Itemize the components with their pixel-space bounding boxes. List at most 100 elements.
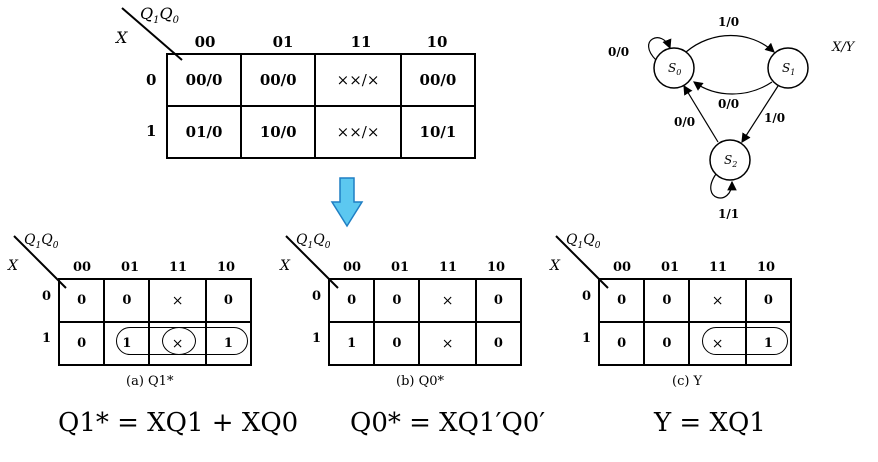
- kmap-cell: 0: [373, 278, 421, 323]
- kmap-q0-next: Q1Q0 X 00 01 11 10 0 1 0 0 × 0 1 0 × 0 (…: [276, 228, 546, 390]
- kmap-col-header: 10: [486, 260, 506, 275]
- top-kmap-cell: 10/0: [240, 105, 317, 159]
- kmap-cell: ×: [688, 321, 747, 366]
- down-arrow-icon: [330, 177, 364, 228]
- transition-s0-s1: [685, 35, 775, 53]
- equation-text: Y = XQ1: [654, 408, 766, 438]
- top-kmap-row-header: 1: [146, 122, 157, 140]
- equation-text: Q1* = XQ1 + XQ0: [58, 408, 299, 438]
- kmap-cell: 0: [643, 321, 691, 366]
- kmap-cell: 0: [373, 321, 421, 366]
- kmap-corner-top: Q1Q0: [566, 232, 601, 251]
- kmap-caption: (b) Q0*: [396, 374, 445, 389]
- kmap-cell: 0: [643, 278, 691, 323]
- kmap-col-header: 01: [660, 260, 680, 275]
- kmap-col-header: 11: [168, 260, 188, 275]
- kmap-col-header: 11: [708, 260, 728, 275]
- kmap-corner-diagonal: [13, 235, 67, 289]
- kmap-col-header: 10: [216, 260, 236, 275]
- kmap-grid: 0 0 × 0 0 0 × 1: [597, 278, 793, 366]
- top-kmap: Q1Q0 X 00 01 11 10 0 1 00/0 00/0 ××/× 00…: [100, 0, 480, 160]
- kmap-caption: (c) Y: [672, 374, 703, 389]
- kmap-col-header: 00: [342, 260, 362, 275]
- kmap-caption: (a) Q1*: [126, 374, 174, 389]
- state-s1-circle: [767, 47, 809, 89]
- transition-label: 0/0: [608, 45, 629, 59]
- top-kmap-cell: 10/1: [399, 105, 477, 159]
- state-diagram-svg: S0 S1 S2 0/0 1/0 0/0 1/0 0/0 1/1: [608, 15, 809, 221]
- kmap-grouping-loop: [162, 327, 196, 355]
- kmap-cell: 0: [327, 278, 376, 323]
- top-kmap-col-header: 11: [350, 33, 372, 51]
- kmap-corner-left: X: [8, 258, 18, 274]
- kmap-col-header: 10: [756, 260, 776, 275]
- kmap-cell: ×: [418, 321, 477, 366]
- top-kmap-col-header: 10: [426, 33, 448, 51]
- top-kmap-grid: 00/0 00/0 ××/× 00/0 01/0 10/0 ××/× 10/1: [165, 53, 477, 159]
- kmap-col-header: 01: [390, 260, 410, 275]
- kmap-row-header: 1: [42, 331, 52, 346]
- kmap-col-header: 01: [120, 260, 140, 275]
- kmap-q1-next: Q1Q0 X 00 01 11 10 0 1 0 0 × 0 0 1 × 1 (…: [4, 228, 274, 390]
- state-s2-circle: [709, 139, 751, 181]
- top-kmap-corner-diagonal: [121, 7, 183, 61]
- transition-label: 1/0: [718, 15, 739, 29]
- top-kmap-col-header: 00: [194, 33, 216, 51]
- top-kmap-cell: ××/×: [314, 53, 402, 107]
- top-kmap-cell: 00/0: [165, 53, 243, 107]
- kmap-grid: 0 0 × 0 1 0 × 0: [327, 278, 523, 366]
- top-kmap-cell: 00/0: [240, 53, 317, 107]
- kmap-corner-top: Q1Q0: [24, 232, 59, 251]
- kmap-cell: 0: [597, 278, 646, 323]
- top-kmap-corner-left: X: [116, 28, 128, 47]
- transition-s2-self: [710, 173, 737, 199]
- transition-s2-s0: [683, 84, 719, 143]
- kmap-cell: 0: [57, 278, 106, 323]
- top-kmap-row-header: 0: [146, 71, 157, 89]
- kmap-corner-top: Q1Q0: [296, 232, 331, 251]
- top-kmap-cell: ××/×: [314, 105, 402, 159]
- kmap-cell: 0: [57, 321, 106, 366]
- kmap-corner-left: X: [280, 258, 290, 274]
- transition-s0-self: [648, 37, 672, 61]
- transition-label: 0/0: [674, 115, 695, 129]
- kmap-cell: 0: [597, 321, 646, 366]
- kmap-cell: ×: [148, 278, 207, 323]
- kmap-col-header: 00: [612, 260, 632, 275]
- equation-y: Y = XQ1: [654, 408, 766, 438]
- kmap-row-header: 1: [312, 331, 322, 346]
- kmap-cell: 0: [744, 278, 793, 323]
- kmap-row-header: 0: [312, 289, 322, 304]
- kmap-corner-left: X: [550, 258, 560, 274]
- kmap-cell: ×: [418, 278, 477, 323]
- transition-s1-s2: [741, 85, 779, 144]
- kmap-row-header: 0: [42, 289, 52, 304]
- kmap-cell: 1: [744, 321, 793, 366]
- top-kmap-cell: 01/0: [165, 105, 243, 159]
- kmap-cell: 0: [103, 278, 151, 323]
- state-diagram: S0 S1 S2 0/0 1/0 0/0 1/0 0/0 1/1 X/Y: [592, 2, 876, 226]
- equation-text: Q0* = XQ1′Q0′: [350, 408, 546, 438]
- kmap-col-header: 11: [438, 260, 458, 275]
- equation-q0-next: Q0* = XQ1′Q0′: [350, 408, 545, 438]
- kmap-cell: 1: [327, 321, 376, 366]
- top-kmap-corner-top: Q1Q0: [140, 4, 179, 27]
- kmap-col-header: 00: [72, 260, 92, 275]
- transition-label: 1/0: [764, 111, 785, 125]
- top-kmap-cell: 00/0: [399, 53, 477, 107]
- kmap-cell: ×: [688, 278, 747, 323]
- kmap-cell: 0: [474, 321, 523, 366]
- kmap-grouping-loop: [702, 327, 788, 355]
- transition-label: 1/1: [718, 207, 739, 221]
- kmap-y-output: Q1Q0 X 00 01 11 10 0 1 0 0 × 0 0 0 × 1 (…: [546, 228, 816, 390]
- transition-label: 0/0: [718, 97, 739, 111]
- kmap-cell: 0: [204, 278, 253, 323]
- state-s0-circle: [653, 47, 695, 89]
- kmap-row-header: 1: [582, 331, 592, 346]
- state-diagram-legend: X/Y: [832, 40, 855, 55]
- equation-q1-next: Q1* = XQ1 + XQ0: [58, 408, 298, 438]
- top-kmap-col-header: 01: [272, 33, 294, 51]
- transition-s1-s0: [693, 81, 773, 95]
- kmap-cell: 0: [474, 278, 523, 323]
- kmap-row-header: 0: [582, 289, 592, 304]
